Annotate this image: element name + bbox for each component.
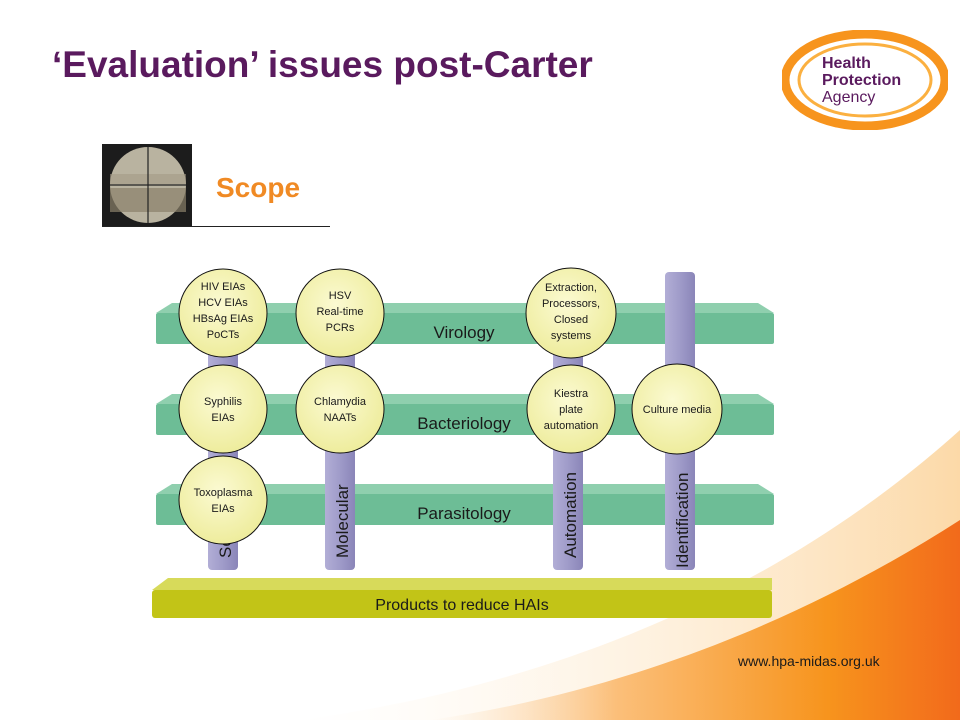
pillar-label-automation: Automation [561, 472, 580, 558]
layer-label-bacteriology: Bacteriology [417, 414, 511, 433]
node-serology-parasitology: Toxoplasma EIAs [178, 455, 268, 545]
node-text: plate [559, 404, 583, 416]
node-text: Chlamydia [314, 396, 367, 408]
node-text: Closed [554, 314, 588, 326]
node-text: PoCTs [207, 329, 240, 341]
node-text: EIAs [211, 503, 235, 515]
node-text: Extraction, [545, 282, 597, 294]
footer-url: www.hpa-midas.org.uk [738, 653, 880, 669]
base-bar-label: Products to reduce HAIs [375, 597, 548, 614]
node-text: Culture media [643, 404, 712, 416]
hpa-logo: Health Protection Agency [782, 30, 948, 130]
node-identification-bacteriology: Culture media [631, 363, 723, 455]
node-molecular-bacteriology: Chlamydia NAATs [295, 364, 385, 454]
node-text: Toxoplasma [194, 487, 254, 499]
node-text: EIAs [211, 412, 235, 424]
node-text: HSV [329, 290, 352, 302]
pillar-label-molecular: Molecular [333, 484, 352, 558]
node-text: HBsAg EIAs [193, 313, 254, 325]
base-bar: Products to reduce HAIs [152, 578, 772, 618]
logo-line-2: Protection [822, 72, 901, 89]
node-text: Processors, [542, 298, 600, 310]
scope-crosshair-image [102, 144, 192, 226]
node-text: systems [551, 330, 592, 342]
node-text: HCV EIAs [198, 297, 248, 309]
logo-line-1: Health [822, 55, 871, 72]
node-text: Syphilis [204, 396, 242, 408]
node-text: PCRs [326, 322, 355, 334]
node-text: HIV EIAs [201, 281, 246, 293]
node-serology-virology: HIV EIAs HCV EIAs HBsAg EIAs PoCTs [178, 268, 268, 358]
scope-underline [102, 226, 330, 227]
layer-label-virology: Virology [433, 323, 495, 342]
node-text: Kiestra [554, 388, 589, 400]
node-automation-bacteriology: Kiestra plate automation [526, 364, 616, 454]
layer-label-parasitology: Parasitology [417, 504, 511, 523]
pillar-label-identification: Identification [673, 473, 692, 568]
node-automation-virology: Extraction, Processors, Closed systems [525, 267, 617, 359]
node-serology-bacteriology: Syphilis EIAs [178, 364, 268, 454]
layer-parasitology [156, 484, 774, 525]
node-molecular-virology: HSV Real-time PCRs [295, 268, 385, 358]
node-text: automation [544, 420, 598, 432]
node-text: Real-time [316, 306, 363, 318]
slide-title: ‘Evaluation’ issues post-Carter [52, 44, 593, 85]
node-text: NAATs [324, 412, 357, 424]
scope-heading: Scope [216, 172, 301, 203]
logo-line-3: Agency [822, 89, 875, 106]
